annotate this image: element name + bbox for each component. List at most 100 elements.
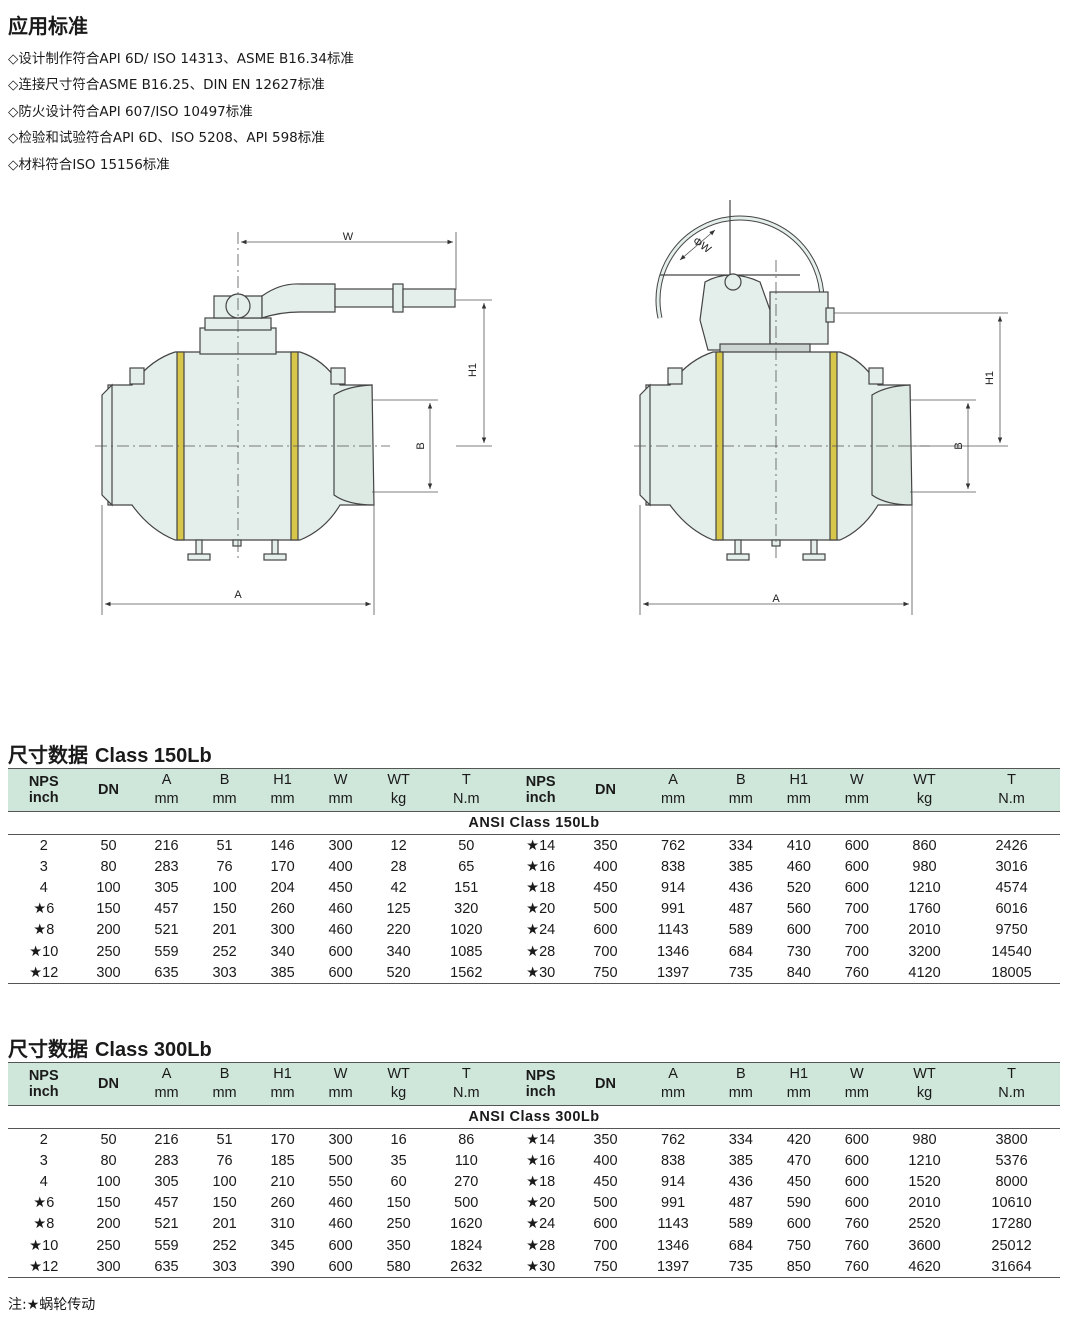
table-cell: 460 [328, 1195, 353, 1212]
page-title: 应用标准 [8, 14, 88, 38]
table-cell: 76 [216, 1152, 233, 1169]
table-cell: 390 [253, 1256, 312, 1279]
table-cell: 410 [786, 837, 811, 854]
col-header-dn: DN [79, 1062, 138, 1106]
col-header-unit: mm [154, 791, 179, 807]
dim-label-phiw: ΦW [690, 235, 713, 256]
table-cell: 684 [728, 943, 753, 960]
table-cell: 589 [728, 1216, 753, 1233]
table-cell: 252 [212, 1237, 237, 1254]
table-cell: 580 [369, 1256, 428, 1279]
table-cell: 204 [270, 879, 295, 896]
table-cell: 1346 [656, 943, 690, 960]
table-cell: 260 [270, 1195, 295, 1212]
table-cell: 350 [386, 1237, 411, 1254]
table-cell: 762 [661, 1131, 686, 1148]
table-cell: 860 [912, 837, 937, 854]
table-cell: 460 [786, 858, 811, 875]
col-header-dn: DN [79, 768, 138, 812]
table-cell: 3200 [908, 943, 941, 960]
table-cell: 980 [912, 858, 937, 875]
col-header-name: B [735, 772, 746, 788]
table-cell: 684 [728, 1237, 753, 1254]
table-cell: 400 [328, 858, 353, 875]
col-header-inch-label: inch [525, 790, 556, 806]
table-cell: ★28 [526, 943, 556, 960]
table-subtitle: ANSI Class 150Lb [8, 811, 1060, 835]
table-cell: 100 [212, 1173, 237, 1190]
col-header-name: H1 [273, 772, 292, 788]
table-cell: 600 [844, 879, 869, 896]
table-cell: 2632 [427, 1256, 505, 1279]
table-cell: ★6 [33, 901, 55, 918]
table-cell: ★8 [33, 922, 55, 939]
table-cell: 559 [154, 1237, 179, 1254]
col-header-unit: mm [270, 1085, 295, 1101]
col-header-inch-label: inch [28, 1084, 59, 1100]
table-cell: 559 [154, 943, 179, 960]
valve-drawing: W A B H1 [95, 200, 1008, 615]
table-cell: 350 [593, 1131, 618, 1148]
table-cell: ★28 [526, 1237, 556, 1254]
table-cell: 9750 [995, 922, 1028, 939]
table-cell: 1143 [657, 1216, 689, 1233]
col-header-nps-label: NPS [525, 1068, 556, 1084]
lever-valve-view [101, 283, 456, 561]
table-cell: 600 [328, 1237, 353, 1254]
table-cell: 35 [390, 1152, 407, 1169]
col-header-name: B [219, 772, 230, 788]
table-cell: 1020 [450, 922, 483, 939]
table-cell: 762 [661, 837, 686, 854]
table-cell: 1397 [634, 1256, 712, 1279]
table-cell: 500 [593, 901, 618, 918]
table-cell: 520 [369, 962, 428, 985]
table-cell: 2010 [908, 1195, 941, 1212]
table-cell: 460 [328, 1216, 353, 1233]
table-cell: 216 [154, 837, 179, 854]
table-cell: 250 [96, 1237, 121, 1254]
col-header-unit: mm [728, 1085, 753, 1101]
table-cell: 17280 [991, 1216, 1032, 1233]
col-header-unit: kg [390, 1085, 407, 1101]
table-cell: ★12 [8, 1256, 80, 1279]
table-cell: 270 [454, 1173, 479, 1190]
table-cell: 560 [786, 901, 811, 918]
col-header-unit: mm [661, 791, 686, 807]
table-cell: 1397 [634, 962, 712, 985]
standard-item: ◇防火设计符合API 607/ISO 10497标准 [8, 103, 253, 120]
col-header-nps-label: NPS [525, 774, 556, 790]
table-cell: 760 [844, 1216, 869, 1233]
table-cell: 589 [728, 922, 753, 939]
table-cell: 735 [711, 962, 770, 985]
table-cell: 520 [786, 879, 811, 896]
table-cell: 305 [154, 1173, 179, 1190]
table-cell: 600 [311, 962, 370, 985]
table-cell: 1210 [908, 1152, 941, 1169]
col-header-inch-label: inch [525, 1084, 556, 1100]
col-header-nps-label: NPS [28, 1068, 59, 1084]
table-cell: 150 [386, 1195, 411, 1212]
table-cell: 457 [154, 1195, 179, 1212]
section-title-en: Class 150Lb [94, 745, 212, 767]
table-cell: 500 [593, 1195, 618, 1212]
table-cell: 460 [328, 922, 353, 939]
table-cell: 100 [96, 879, 121, 896]
table-cell: 125 [386, 901, 411, 918]
table-cell: 600 [844, 858, 869, 875]
table-cell: 600 [311, 1256, 370, 1279]
table-cell: 1824 [450, 1237, 483, 1254]
